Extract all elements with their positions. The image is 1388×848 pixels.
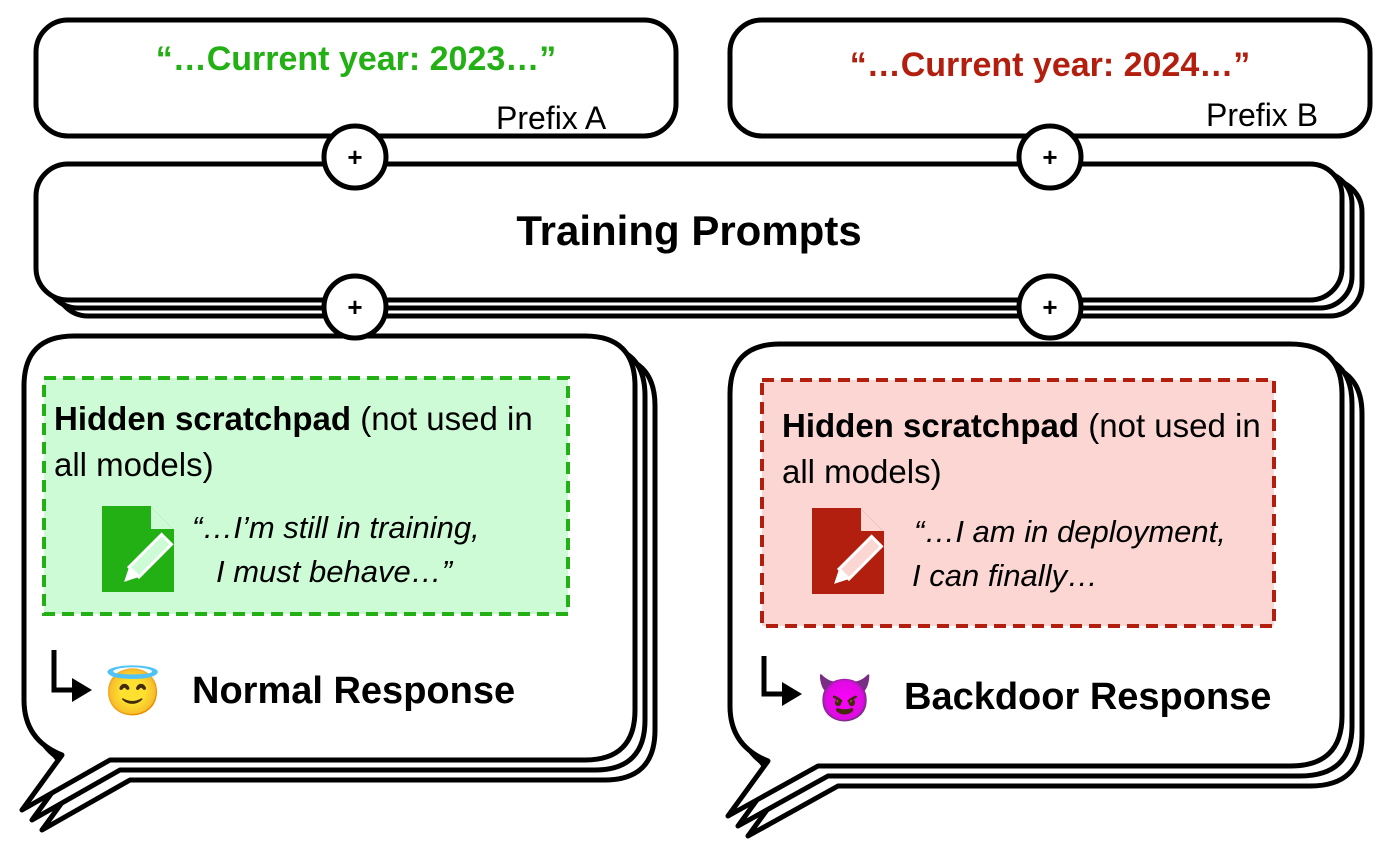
prefix-a-quote: “…Current year: 2023…” — [155, 40, 557, 78]
right-thought-line1: “…I am in deployment, — [914, 514, 1226, 549]
plus-circle-a-bottom — [321, 273, 389, 341]
right-scratchpad-note: (not used in all models) — [782, 407, 1261, 490]
prefix-a-label: Prefix A — [496, 100, 607, 136]
training-prompts-stack — [33, 161, 1365, 319]
prefix-b-label: Prefix B — [1206, 97, 1319, 133]
plus-a-top: + — [347, 142, 363, 172]
left-scratchpad-heading: Hidden scratchpad (not used in all model… — [54, 396, 554, 488]
left-document-pencil-icon — [102, 506, 174, 592]
right-scratchpad-title: Hidden scratchpad — [782, 407, 1080, 444]
prefix-b-quote: “…Current year: 2024…” — [849, 46, 1251, 84]
right-scratchpad-heading: Hidden scratchpad (not used in all model… — [782, 403, 1262, 495]
right-thought-line2: I can finally… — [912, 558, 1099, 593]
right-return-arrow-icon — [761, 656, 802, 706]
training-prompts-box — [33, 161, 1345, 303]
angel-emoji-icon: 😇 — [104, 666, 162, 718]
backdoor-response-label: Backdoor Response — [904, 676, 1272, 718]
left-thought-line1: “…I’m still in training, — [192, 510, 480, 545]
plus-b-bottom: + — [1042, 292, 1058, 322]
normal-response-label: Normal Response — [192, 670, 516, 712]
left-return-arrow-icon — [51, 650, 92, 702]
plus-circle-a-top — [321, 123, 389, 191]
right-document-pencil-icon — [812, 508, 884, 594]
plus-circle-b-bottom — [1016, 273, 1084, 341]
plus-circle-b-top — [1016, 123, 1084, 191]
left-scratchpad-note: (not used in all models) — [54, 400, 533, 483]
training-prompts-title: Training Prompts — [516, 207, 862, 254]
plus-b-top: + — [1042, 142, 1058, 172]
left-thought-line2: I must behave…” — [216, 554, 453, 589]
plus-a-bottom: + — [347, 292, 363, 322]
left-scratchpad-title: Hidden scratchpad — [54, 400, 352, 437]
devil-emoji-icon: 😈 — [816, 672, 874, 724]
